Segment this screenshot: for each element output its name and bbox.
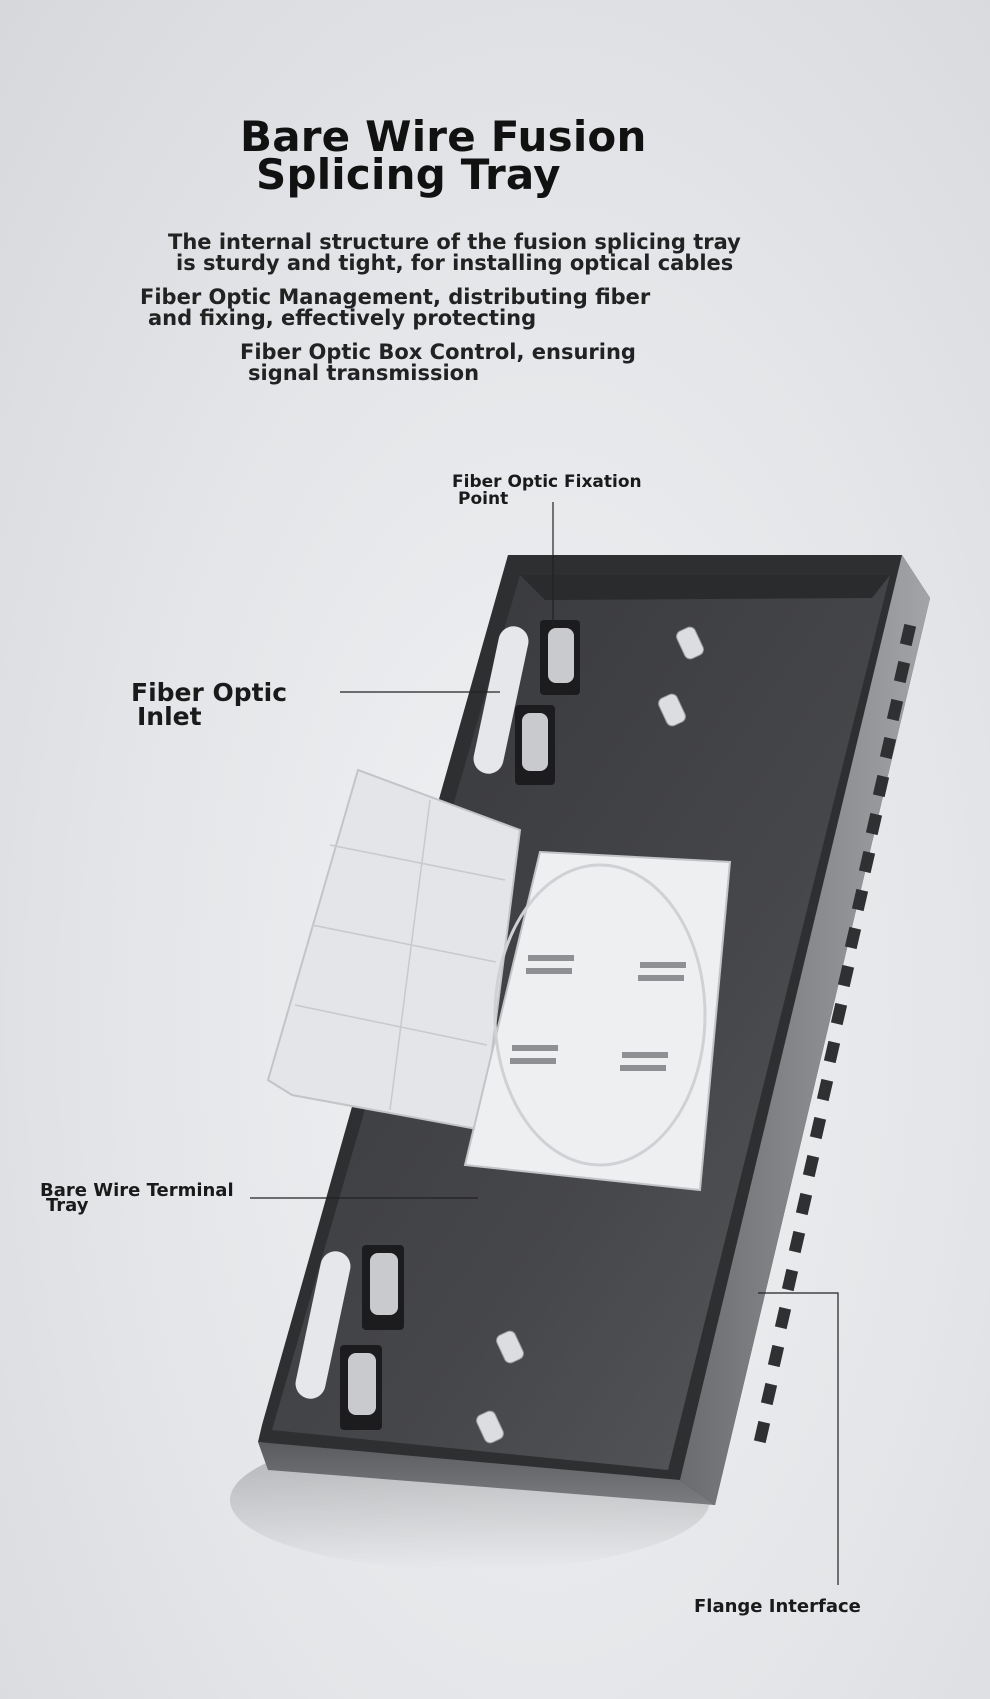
title-line-2: Splicing Tray xyxy=(256,150,561,199)
splicing-tray-base xyxy=(463,850,732,1192)
splicing-tray xyxy=(266,768,732,1192)
callout-inlet-line-1: Fiber Optic xyxy=(131,678,288,707)
callout-fixation-point: Fiber Optic Fixation Point xyxy=(452,474,642,508)
page-title: Bare Wire Fusion Splicing Tray xyxy=(240,116,720,199)
description-structure-line-1: The internal structure of the fusion spl… xyxy=(168,230,741,254)
description-control-line-1: Fiber Optic Box Control, ensuring xyxy=(240,340,636,364)
callout-fixation-point-line-2: Point xyxy=(458,489,509,509)
title-line-1: Bare Wire Fusion xyxy=(240,112,647,161)
callout-fixation-point-line-1: Fiber Optic Fixation xyxy=(452,472,642,492)
callout-inlet-line-2: Inlet xyxy=(137,702,202,731)
description-structure: The internal structure of the fusion spl… xyxy=(168,232,741,274)
description-structure-line-2: is sturdy and tight, for installing opti… xyxy=(176,251,734,275)
callout-flange-interface: Flange Interface xyxy=(694,1598,861,1616)
description-management-line-2: and fixing, effectively protecting xyxy=(148,306,537,330)
description-control: Fiber Optic Box Control, ensuring signal… xyxy=(240,342,636,384)
leader-lines xyxy=(250,502,839,1585)
callout-terminal-tray-line-2: Tray xyxy=(46,1195,89,1216)
fixation-clamps-top xyxy=(515,620,580,785)
enclosure-front-wall xyxy=(258,1442,715,1505)
enclosure-right-wall xyxy=(680,555,930,1505)
callout-flange-interface-line-1: Flange Interface xyxy=(694,1596,861,1617)
mounting-studs xyxy=(476,626,704,1444)
callout-inlet: Fiber Optic Inlet xyxy=(131,678,288,731)
callout-terminal-tray-line-1: Bare Wire Terminal xyxy=(40,1180,234,1201)
enclosure-inner-lip xyxy=(520,575,890,600)
splicing-tray-lid xyxy=(266,768,522,1132)
flange-ports xyxy=(753,623,917,1444)
description-management: Fiber Optic Management, distributing fib… xyxy=(140,287,650,329)
inlet-slot-bottom xyxy=(295,1251,351,1399)
fixation-clamps-bottom xyxy=(340,1245,404,1430)
callout-terminal-tray: Bare Wire Terminal Tray xyxy=(40,1180,234,1216)
description-management-line-1: Fiber Optic Management, distributing fib… xyxy=(140,285,651,309)
inlet-slot-top xyxy=(473,626,529,774)
description-control-line-2: signal transmission xyxy=(248,361,480,385)
